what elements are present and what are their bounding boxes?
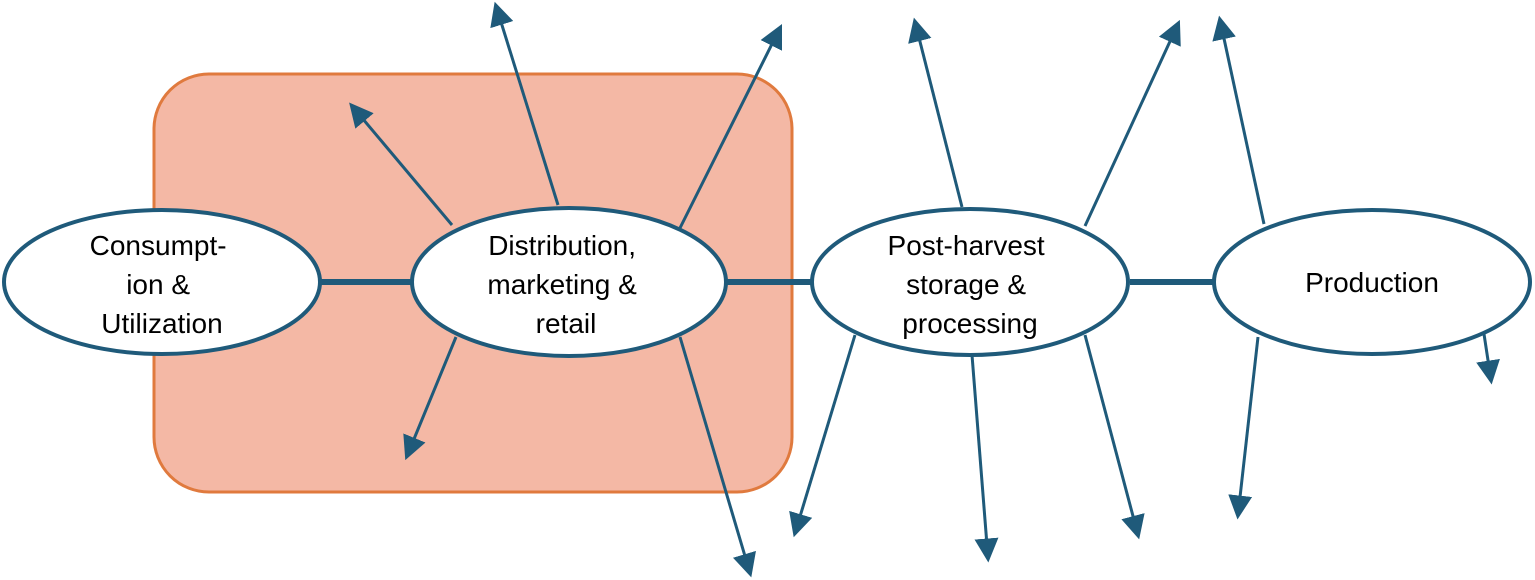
arrow (789, 334, 857, 538)
arrow (970, 354, 999, 563)
arrow (1083, 334, 1145, 540)
node-post-harvest: Post-harvest storage & processing (810, 207, 1130, 357)
node-distribution-label: Distribution, marketing & retail (487, 230, 644, 339)
arrow (1476, 333, 1500, 385)
node-post-harvest-label: Post-harvest storage & processing (888, 230, 1053, 339)
node-consumption-ellipse (2, 208, 322, 356)
arrow (1083, 19, 1181, 227)
stage-nodes: Consumpt- ion & Utilization Distribution… (2, 206, 1532, 358)
arrow (678, 23, 783, 229)
radiating-arrows (349, 1, 1500, 578)
arrow (908, 17, 964, 208)
node-consumption: Consumpt- ion & Utilization (2, 208, 322, 356)
arrow (349, 102, 454, 226)
node-distribution: Distribution, marketing & retail (410, 206, 728, 358)
node-production-ellipse (1212, 208, 1532, 356)
arrow (490, 1, 560, 206)
node-production: Production (1212, 208, 1532, 356)
node-consumption-label: Consumpt- ion & Utilization (90, 230, 235, 339)
node-post-harvest-ellipse (810, 207, 1130, 357)
node-distribution-ellipse (410, 206, 728, 358)
arrow (1212, 15, 1266, 225)
arrow (1228, 336, 1260, 520)
node-production-label: Production (1305, 267, 1439, 298)
arrow (403, 336, 458, 461)
arrow (678, 336, 756, 578)
